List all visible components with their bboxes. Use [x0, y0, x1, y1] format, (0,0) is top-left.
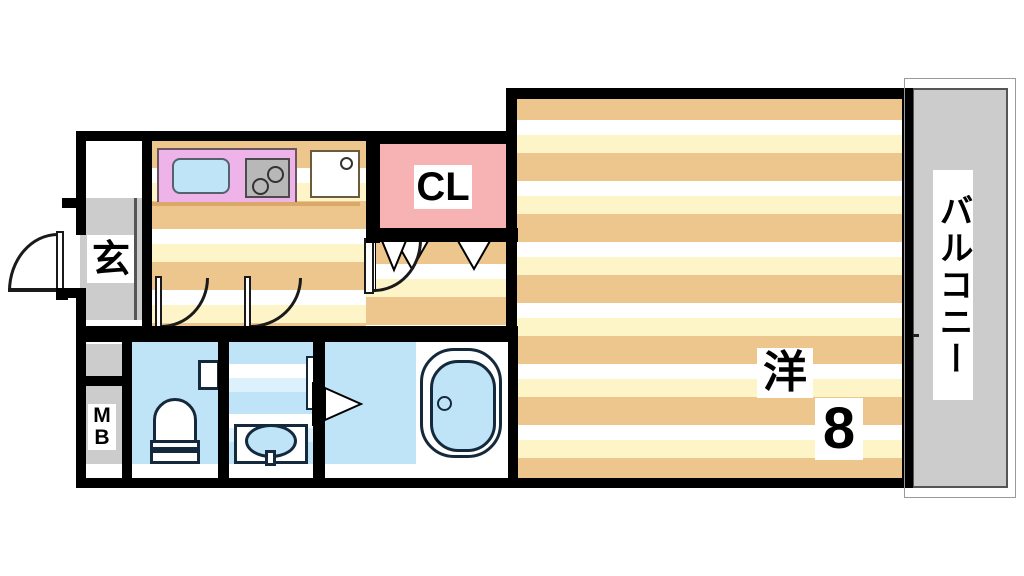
closet-label: CL: [414, 165, 472, 209]
wall-entrance-outer-bottom: [62, 288, 86, 298]
balcony-outer-frame: [904, 78, 1016, 498]
bathtub: [420, 348, 502, 458]
wall-main-room-left-lower: [506, 236, 517, 342]
wall-closet-right: [506, 131, 517, 241]
wall-top-closet: [366, 131, 516, 144]
kitchen-stove: [245, 158, 290, 198]
entrance-threshold: [8, 288, 60, 292]
mirror-cabinet: [198, 360, 220, 390]
wall-bathroom-right: [508, 326, 518, 488]
wall-left-upper: [76, 131, 86, 235]
kitchen-sink: [172, 158, 230, 194]
kitchen-backsplash-line: [152, 202, 360, 206]
toilet-stem: [265, 450, 276, 466]
refrigerator-space: [310, 150, 360, 198]
balcony-label: バルコニー: [933, 170, 973, 400]
wall-toilet-bathroom: [313, 326, 325, 488]
wall-closet-bottom: [366, 228, 518, 242]
wall-washroom-toilet: [218, 326, 229, 488]
bathroom-fold-arrow-icon: [324, 386, 364, 422]
wall-left-lower: [76, 288, 86, 488]
wall-hall-wet-divider: [76, 326, 518, 342]
wall-closet-left: [366, 131, 380, 243]
entrance-label: 玄: [87, 235, 135, 283]
entrance-door-swing-icon: [8, 233, 58, 291]
wash-basin-counter: [150, 440, 200, 450]
wall-top-kitchen: [76, 131, 366, 141]
wall-main-room-top: [508, 88, 912, 99]
meter-box-upper: [82, 344, 122, 378]
main-room-door-panel[interactable]: [364, 238, 374, 294]
meter-box-label: M B: [88, 404, 116, 450]
wall-bottom-main-room: [508, 478, 912, 488]
wall-main-room-right: [902, 88, 913, 488]
wall-mb-divider: [76, 376, 124, 386]
wall-mb-washroom: [122, 326, 132, 488]
wash-basin: [153, 398, 197, 444]
stove-burner-back-icon: [267, 166, 284, 183]
main-room-label: 洋: [757, 348, 813, 398]
bathtub-drain-icon: [437, 396, 452, 411]
wall-entrance-jamb: [56, 288, 68, 300]
wall-entrance-right: [142, 131, 152, 331]
closet-fold-arrow-right: [456, 240, 492, 272]
wall-entrance-step-line: [134, 198, 137, 320]
main-room-size-label: 8: [815, 398, 863, 460]
stove-burner-front-icon: [252, 178, 269, 195]
wall-bottom: [76, 478, 518, 488]
wash-basin-cabinet: [150, 450, 200, 464]
wall-entrance-outer-top: [62, 198, 86, 208]
refrigerator-knob-icon: [340, 157, 353, 170]
